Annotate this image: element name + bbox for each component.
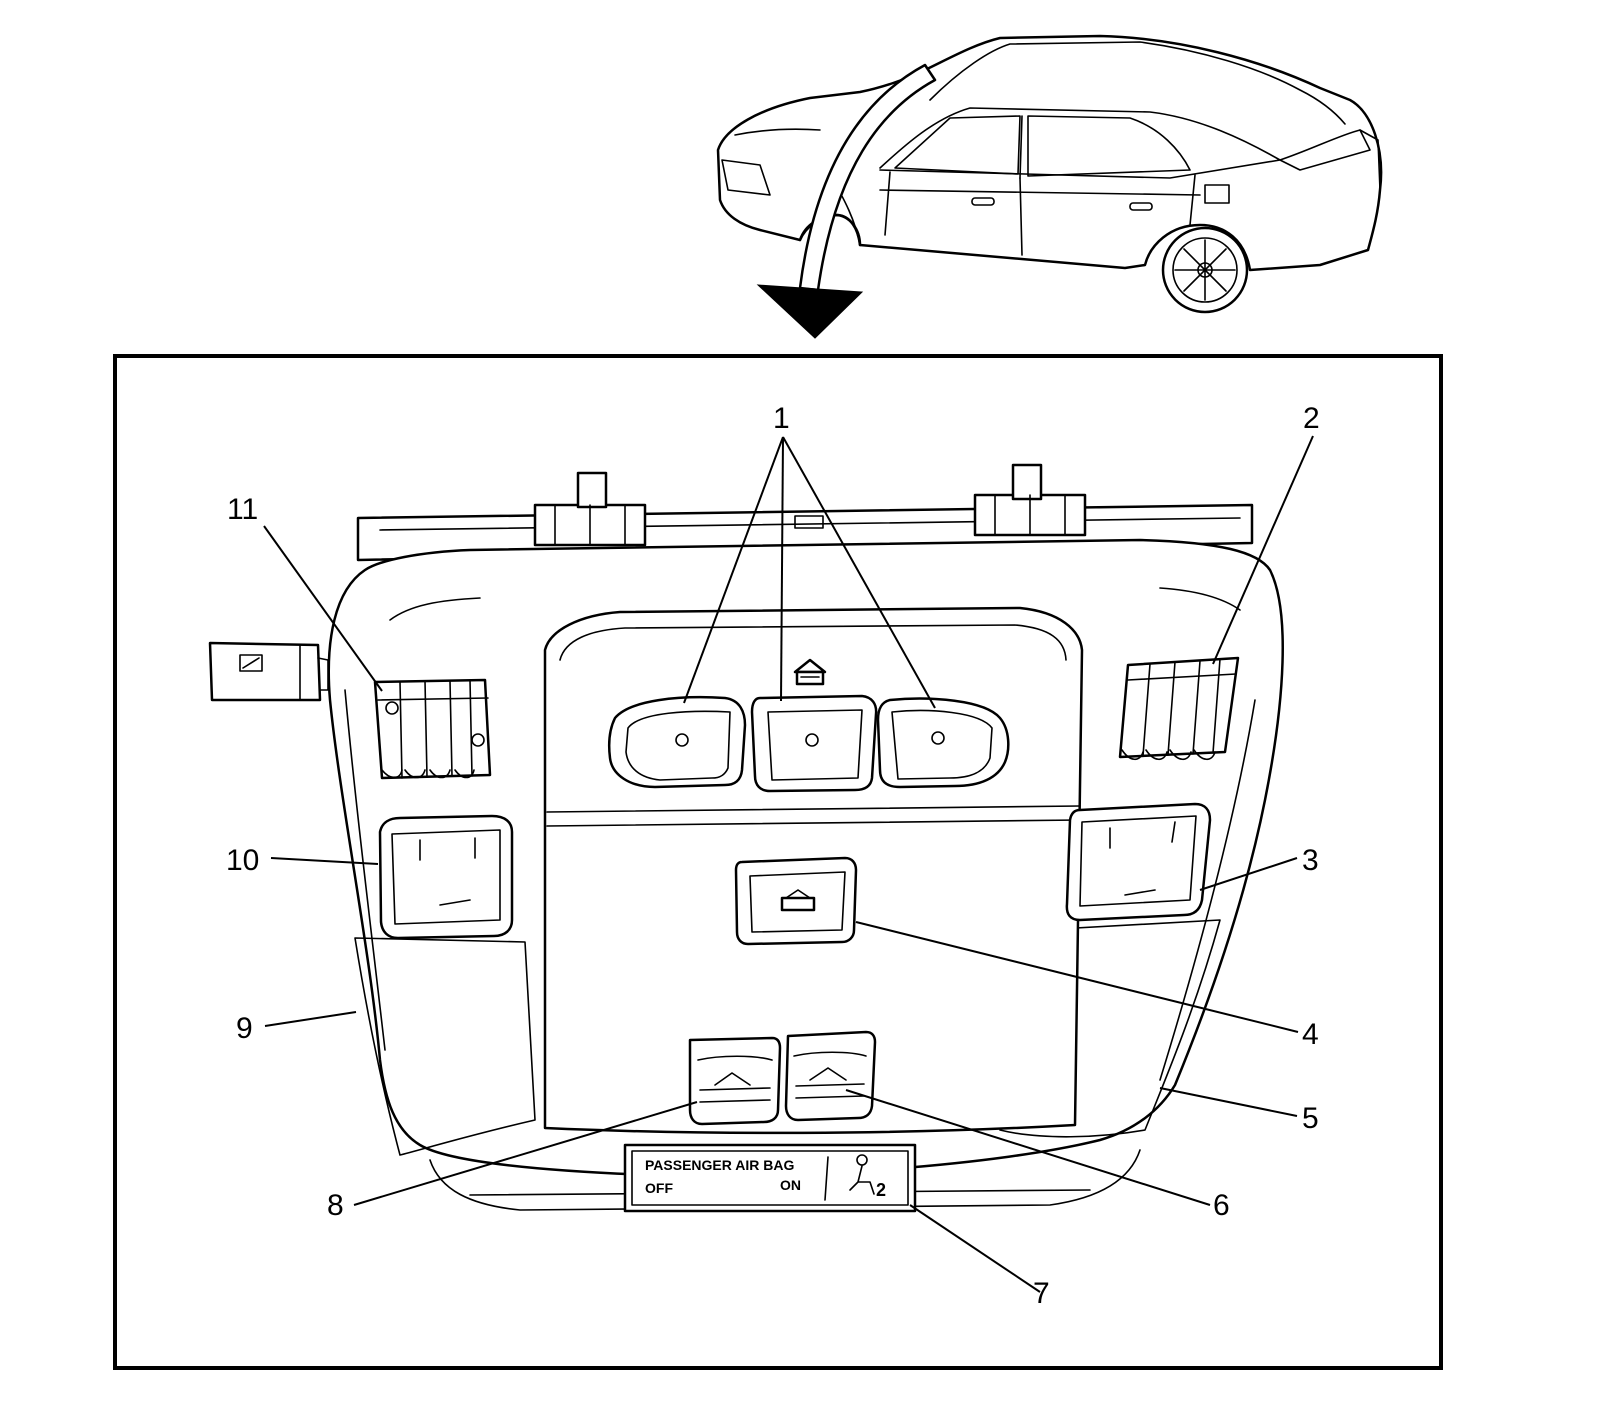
callout-9: 9 [236, 1012, 253, 1045]
callout-7: 7 [1033, 1277, 1050, 1310]
garage-door-button[interactable] [734, 856, 858, 946]
callout-8: 8 [327, 1189, 344, 1222]
map-lamp-left[interactable] [607, 695, 747, 789]
airbag-label-off: OFF [645, 1180, 673, 1196]
airbag-seat-number: 2 [876, 1180, 886, 1200]
callout-labels: 1 2 3 4 5 6 7 8 9 10 11 [226, 402, 1320, 1310]
callout-10: 10 [226, 844, 259, 877]
seated-passenger-icon [849, 1154, 875, 1195]
reading-lamp-right[interactable] [1065, 802, 1212, 922]
callout-11: 11 [227, 493, 258, 526]
console-button-right[interactable] [784, 1030, 877, 1122]
mounting-clip-right [973, 463, 1087, 537]
callout-4: 4 [1302, 1018, 1319, 1051]
callout-6: 6 [1213, 1189, 1230, 1222]
map-lamp-center[interactable] [750, 694, 878, 793]
console-button-left[interactable] [688, 1036, 782, 1126]
callout-5: 5 [1302, 1102, 1319, 1135]
rear-wheel [1161, 226, 1249, 314]
electrical-connector [208, 641, 329, 702]
air-vent-left [373, 678, 492, 780]
callout-1: 1 [773, 402, 790, 435]
map-lamp-right[interactable] [876, 697, 1010, 789]
reading-lamp-left[interactable] [378, 814, 514, 940]
callout-3: 3 [1302, 844, 1319, 877]
airbag-label-on: ON [780, 1177, 801, 1193]
curved-arrow-icon [756, 63, 937, 339]
callout-2: 2 [1303, 402, 1320, 435]
air-vent-right [1118, 656, 1240, 761]
mounting-clip-left [533, 471, 647, 547]
detail-frame [113, 354, 1443, 1370]
passenger-airbag-indicator: PASSENGER AIR BAG OFF ON 2 [623, 1143, 917, 1213]
garage-door-icon [793, 658, 827, 686]
leader-lines [263, 435, 1314, 1293]
airbag-label-title: PASSENGER AIR BAG [645, 1157, 794, 1173]
